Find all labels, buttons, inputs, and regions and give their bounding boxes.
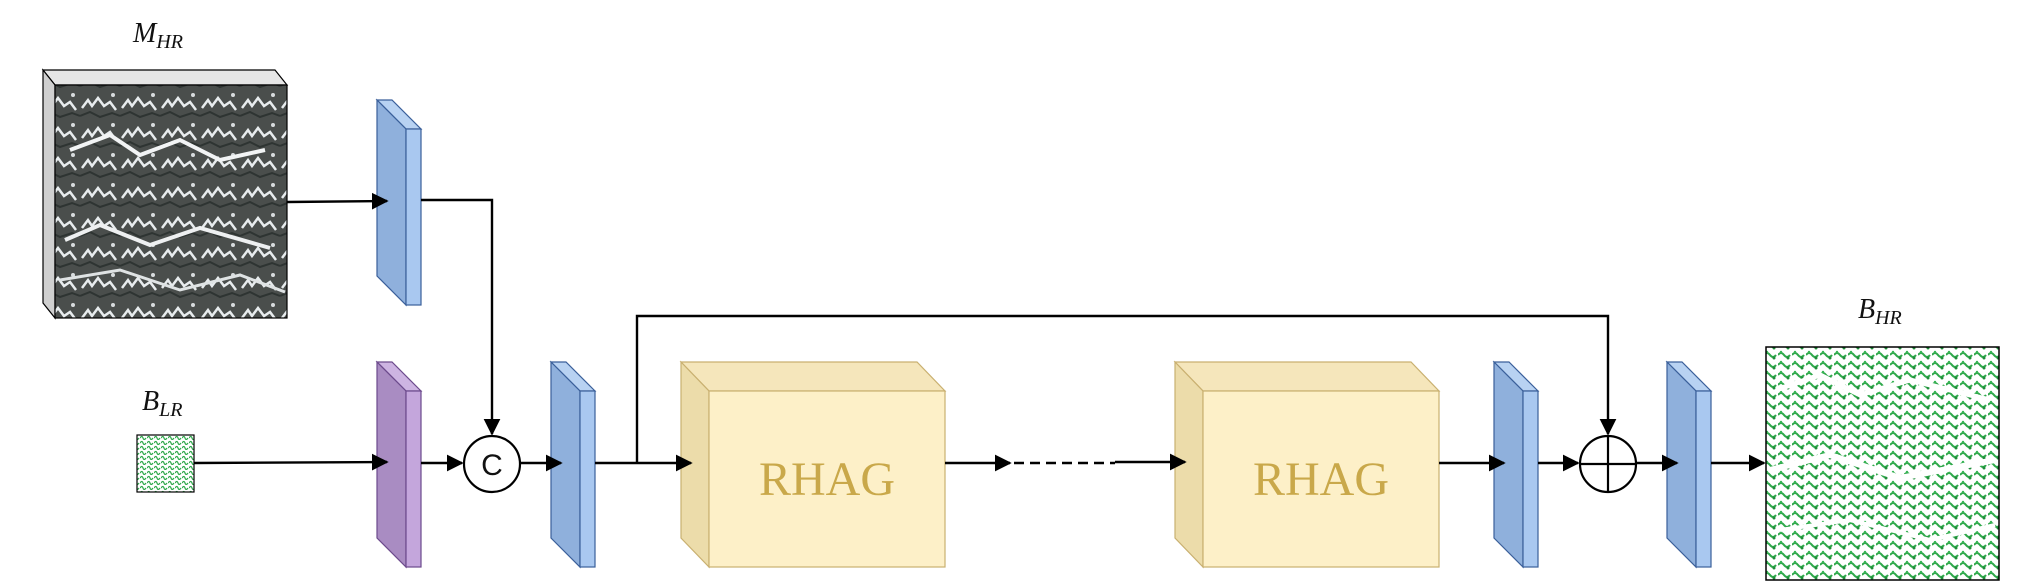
skip-connection xyxy=(635,314,1617,463)
b-hr-label: BHR xyxy=(1858,294,1902,329)
arrow-conv-to-concat xyxy=(421,198,501,436)
conv-layer-deep xyxy=(1492,360,1540,569)
arrow-mhr-to-conv xyxy=(286,192,389,210)
b-lr-label: BLR xyxy=(142,386,182,421)
arrow-blr-to-conv xyxy=(193,453,389,471)
b-lr-input-image xyxy=(136,434,195,493)
conv-layer-reconstruction xyxy=(1665,360,1713,569)
rhag-block-1: RHAG xyxy=(679,360,947,569)
conv-layer-shallow xyxy=(549,360,597,569)
m-hr-label: MHR xyxy=(132,18,183,53)
rhag-label-2: RHAG xyxy=(1253,453,1389,506)
add-operator xyxy=(1578,434,1638,494)
rhag-block-2: RHAG xyxy=(1173,360,1441,569)
b-hr-output-image xyxy=(1765,346,2000,581)
connections xyxy=(193,192,1766,472)
rhag-label-1: RHAG xyxy=(759,453,895,506)
conv-layer-mhr xyxy=(375,98,423,307)
concat-operator: C xyxy=(462,434,522,494)
concat-symbol: C xyxy=(481,449,503,482)
m-hr-input-image xyxy=(41,68,289,320)
conv-layer-blr xyxy=(375,360,423,569)
